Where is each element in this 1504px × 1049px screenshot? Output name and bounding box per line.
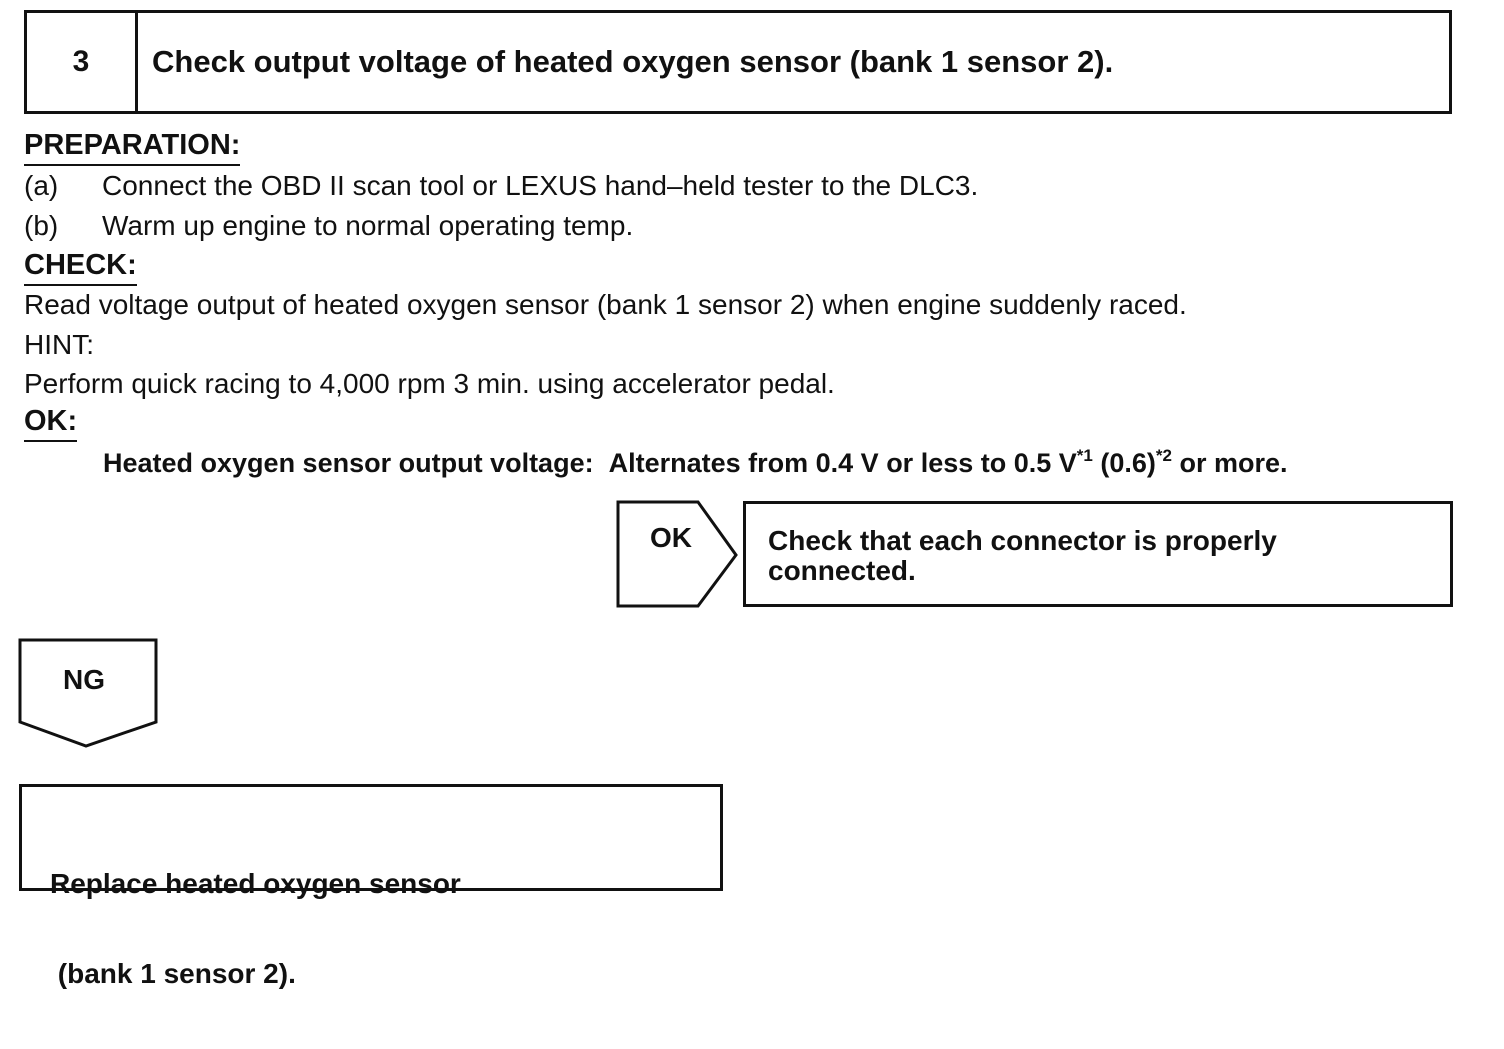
preparation-heading: PREPARATION: <box>24 129 241 166</box>
spec-label: Heated oxygen sensor output voltage: <box>103 448 594 478</box>
ng-result-line-1: Replace heated oxygen sensor <box>50 868 461 899</box>
ok-result-box: Check that each connector is properly co… <box>743 501 1453 607</box>
ok-label: OK <box>650 522 692 553</box>
footnote-marker-2: *2 <box>1155 446 1172 465</box>
ok-result-text: Check that each connector is properly co… <box>768 526 1277 586</box>
preparation-item-a: (a) Connect the OBD II scan tool or LEXUS… <box>24 170 978 202</box>
item-label: (a) <box>24 170 59 201</box>
ok-arrow-outline <box>616 500 738 608</box>
item-label: (b) <box>24 210 59 241</box>
ng-result-line-2: (bank 1 sensor 2). <box>50 958 296 989</box>
ng-label: NG <box>63 664 105 695</box>
ng-result-box: Replace heated oxygen sensor (bank 1 sen… <box>19 784 723 989</box>
ng-arrow-outline <box>18 638 158 748</box>
step-title: Check output voltage of heated oxygen se… <box>152 44 1114 79</box>
ok-result-line-2: connected. <box>768 555 916 586</box>
spec-part1: Alternates from 0.4 V or less to 0.5 V <box>608 448 1077 478</box>
ng-result-text: Replace heated oxygen sensor (bank 1 sen… <box>50 809 461 1049</box>
check-text: Read voltage output of heated oxygen sen… <box>24 289 1187 320</box>
spec-part3: or more. <box>1171 448 1288 478</box>
spec-part2: (0.6) <box>1092 448 1156 478</box>
ng-arrow-shape <box>18 638 158 748</box>
footnote-marker-1: *1 <box>1076 446 1093 465</box>
hint-text: Perform quick racing to 4,000 rpm 3 min.… <box>24 368 835 399</box>
ok-arrow-shape <box>616 500 738 608</box>
item-text: Connect the OBD II scan tool or LEXUS ha… <box>102 170 979 201</box>
hint-label: HINT: <box>24 329 94 360</box>
check-heading: CHECK: <box>24 249 137 286</box>
ok-result-line-1: Check that each connector is properly <box>768 525 1277 556</box>
step-header: 3 Check output voltage of heated oxygen … <box>24 10 1452 114</box>
ok-heading: OK: <box>24 405 78 442</box>
ok-spec: Heated oxygen sensor output voltage: Alt… <box>103 446 1288 479</box>
preparation-item-b: (b) Warm up engine to normal operating te… <box>24 210 633 242</box>
item-text: Warm up engine to normal operating temp. <box>102 210 634 241</box>
step-number: 3 <box>27 13 138 111</box>
